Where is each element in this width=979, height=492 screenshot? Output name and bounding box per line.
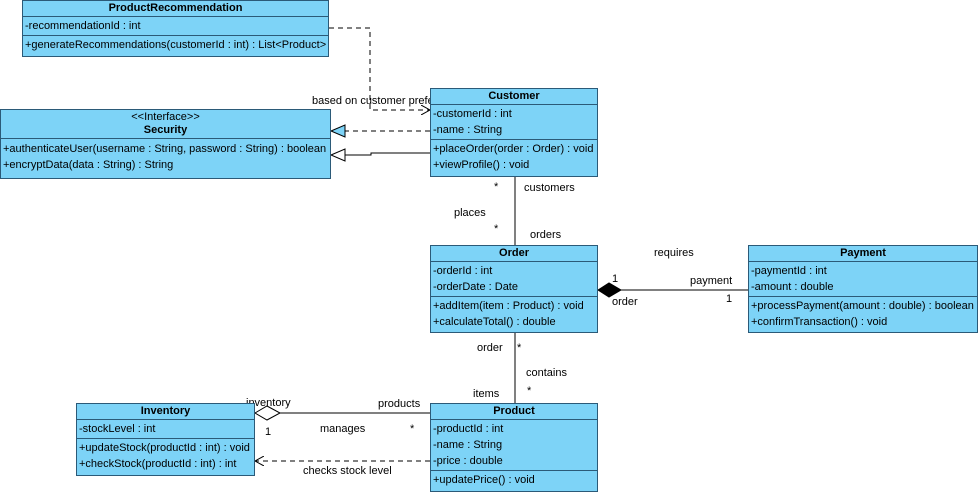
- operation: +encryptData(data : String) : String: [3, 159, 174, 171]
- attribute: -customerId : int: [433, 108, 512, 120]
- label-requires: requires: [654, 247, 694, 259]
- label-order-star: *: [494, 223, 499, 235]
- label-cust-star: *: [494, 181, 499, 193]
- label-prod-star: *: [410, 423, 415, 435]
- class-payment[interactable]: Payment -paymentId : int -amount : doubl…: [748, 245, 978, 333]
- attributes: -productId : int -name : String -price :…: [431, 420, 597, 471]
- label-manages: manages: [320, 423, 366, 435]
- attribute: -amount : double: [751, 281, 834, 293]
- interface-security[interactable]: <<Interface>> Security +authenticateUser…: [0, 109, 331, 179]
- class-product-recommendation[interactable]: ProductRecommendation -recommendationId …: [22, 0, 329, 57]
- operations: +processPayment(amount : double) : boole…: [749, 297, 977, 331]
- label-product-star: *: [527, 385, 532, 397]
- attributes: -paymentId : int -amount : double: [749, 262, 977, 297]
- dependency-recommendation-customer: [329, 27, 430, 110]
- attribute: -orderDate : Date: [433, 281, 518, 293]
- operations: +updateStock(productId : int) : void +ch…: [77, 439, 254, 473]
- class-name: Payment: [749, 246, 977, 262]
- operation: +processPayment(amount : double) : boole…: [751, 300, 974, 312]
- operations: +updatePrice() : void: [431, 471, 597, 489]
- generalization-customer-security: [345, 152, 430, 156]
- operation: +updateStock(productId : int) : void: [79, 442, 250, 454]
- label-order-star2: *: [517, 342, 522, 354]
- label-order-below: order: [477, 342, 503, 354]
- label-payment-role: payment: [690, 275, 732, 287]
- class-name: ProductRecommendation: [23, 1, 328, 17]
- attributes: -recommendationId : int: [23, 17, 328, 36]
- generalization-triangle: [329, 148, 346, 162]
- class-inventory[interactable]: Inventory -stockLevel : int +updateStock…: [76, 403, 255, 476]
- attribute: -productId : int: [433, 423, 504, 435]
- operation: +addItem(item : Product) : void: [433, 300, 584, 312]
- label-contains: contains: [526, 367, 567, 379]
- composition-diamond: [597, 282, 622, 298]
- operations: +generateRecommendations(customerId : in…: [23, 36, 328, 54]
- label-based-on: based on customer preferences: [312, 95, 467, 107]
- operation: +generateRecommendations(customerId : in…: [25, 39, 327, 51]
- label-places: places: [454, 207, 486, 219]
- attributes: -orderId : int -orderDate : Date: [431, 262, 597, 297]
- label-products: products: [378, 398, 421, 410]
- interface-name: Security: [143, 124, 188, 136]
- operation: +confirmTransaction() : void: [751, 316, 888, 328]
- operation: +authenticateUser(username : String, pas…: [3, 143, 327, 155]
- label-customers: customers: [524, 182, 575, 194]
- class-name: Product: [431, 404, 597, 420]
- class-name: Order: [431, 246, 597, 262]
- attribute: -recommendationId : int: [25, 20, 141, 32]
- operation: +placeOrder(order : Order) : void: [433, 143, 594, 155]
- operations: +placeOrder(order : Order) : void +viewP…: [431, 140, 597, 174]
- label-comp-one: 1: [612, 273, 618, 285]
- class-name: Inventory: [77, 404, 254, 420]
- operations: +authenticateUser(username : String, pas…: [1, 139, 330, 174]
- attributes: -stockLevel : int: [77, 420, 254, 439]
- label-orders: orders: [530, 229, 562, 241]
- operations: +addItem(item : Product) : void +calcula…: [431, 297, 597, 331]
- stereotype: <<Interface>>: [131, 111, 200, 123]
- operation: +updatePrice() : void: [433, 474, 535, 486]
- operation: +calculateTotal() : double: [433, 316, 556, 328]
- class-name: <<Interface>> Security: [1, 110, 330, 139]
- realization-triangle: [329, 124, 346, 138]
- attribute: -paymentId : int: [751, 265, 827, 277]
- class-order[interactable]: Order -orderId : int -orderDate : Date +…: [430, 245, 598, 333]
- operation: +checkStock(productId : int) : int: [79, 458, 237, 470]
- attribute: -name : String: [433, 439, 503, 451]
- attribute: -name : String: [433, 124, 503, 136]
- aggregation-diamond: [254, 405, 282, 421]
- attribute: -orderId : int: [433, 265, 493, 277]
- label-checks-stock: checks stock level: [303, 465, 392, 477]
- attribute: -price : double: [433, 455, 503, 467]
- label-inventory-role: inventory: [246, 397, 291, 409]
- label-order-right: order: [612, 296, 638, 308]
- label-items: items: [473, 388, 500, 400]
- class-name: Customer: [431, 89, 597, 105]
- class-product[interactable]: Product -productId : int -name : String …: [430, 403, 598, 492]
- attributes: -customerId : int -name : String: [431, 105, 597, 140]
- label-pay-one: 1: [726, 293, 732, 305]
- operation: +viewProfile() : void: [433, 159, 530, 171]
- label-inv-one: 1: [265, 426, 271, 438]
- attribute: -stockLevel : int: [79, 423, 156, 435]
- class-customer[interactable]: Customer -customerId : int -name : Strin…: [430, 88, 598, 177]
